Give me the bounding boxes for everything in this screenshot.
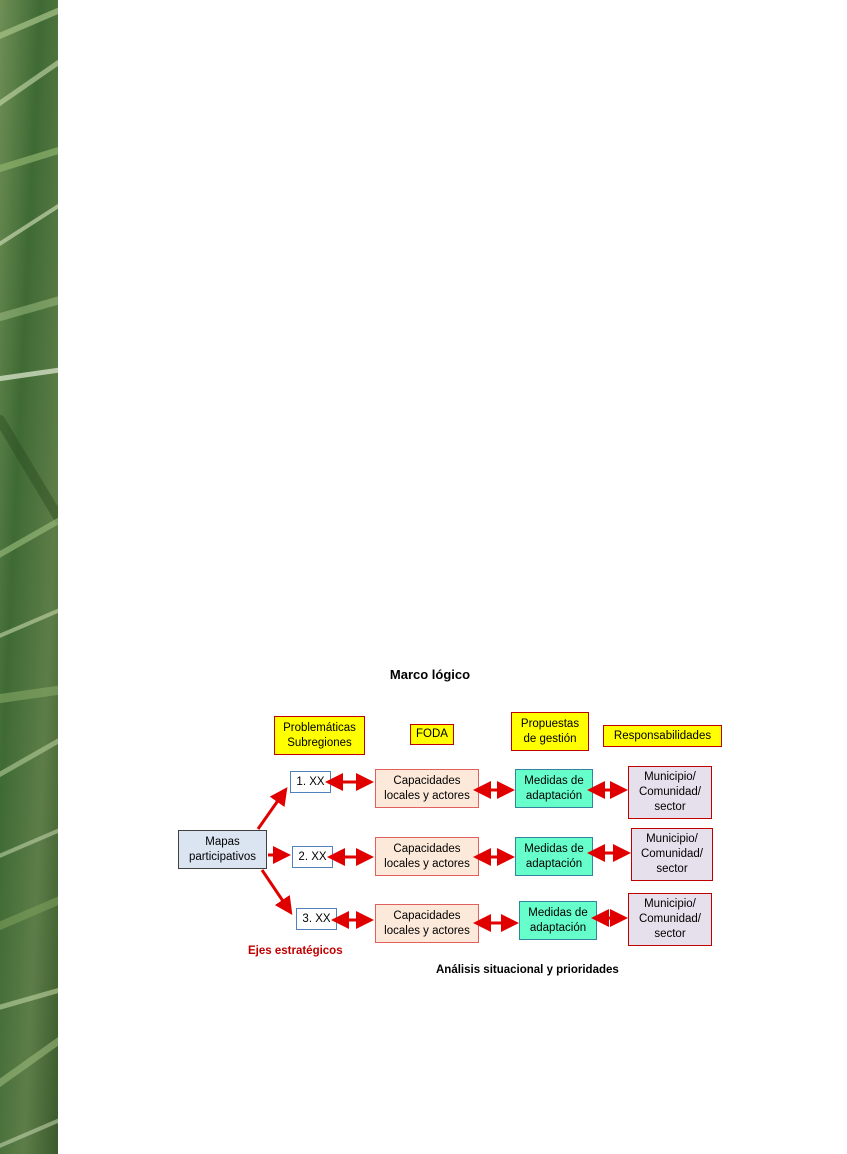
header-problematicas: Problemáticas Subregiones — [274, 716, 365, 755]
analisis-situacional-label: Análisis situacional y prioridades — [436, 964, 619, 976]
arrow-root-to-axis-1 — [256, 787, 288, 830]
medidas-box-3: Medidas de adaptación — [519, 901, 597, 940]
responsables-box-1: Municipio/ Comunidad/ sector — [628, 766, 712, 819]
arrow-root-to-axis-3 — [260, 869, 293, 915]
ejes-estrategicos-label: Ejes estratégicos — [248, 945, 343, 957]
responsables-box-2: Municipio/ Comunidad/ sector — [631, 828, 713, 881]
medidas-box-1: Medidas de adaptación — [515, 769, 593, 808]
header-responsabilidades: Responsabilidades — [603, 725, 722, 747]
diagram-title: Marco lógico — [389, 667, 471, 682]
medidas-box-2: Medidas de adaptación — [515, 837, 593, 876]
palm-leaves-photo — [0, 0, 58, 1154]
capacidades-box-2: Capacidades locales y actores — [375, 837, 479, 876]
header-foda: FODA — [410, 724, 454, 745]
capacidades-box-3: Capacidades locales y actores — [375, 904, 479, 943]
axis-box-1: 1. XX — [290, 771, 331, 793]
root-mapas-participativos: Mapas participativos — [178, 830, 267, 869]
capacidades-box-1: Capacidades locales y actores — [375, 769, 479, 808]
header-propuestas: Propuestas de gestión — [511, 712, 589, 751]
axis-box-2: 2. XX — [292, 846, 333, 868]
responsables-box-3: Municipio/ Comunidad/ sector — [628, 893, 712, 946]
